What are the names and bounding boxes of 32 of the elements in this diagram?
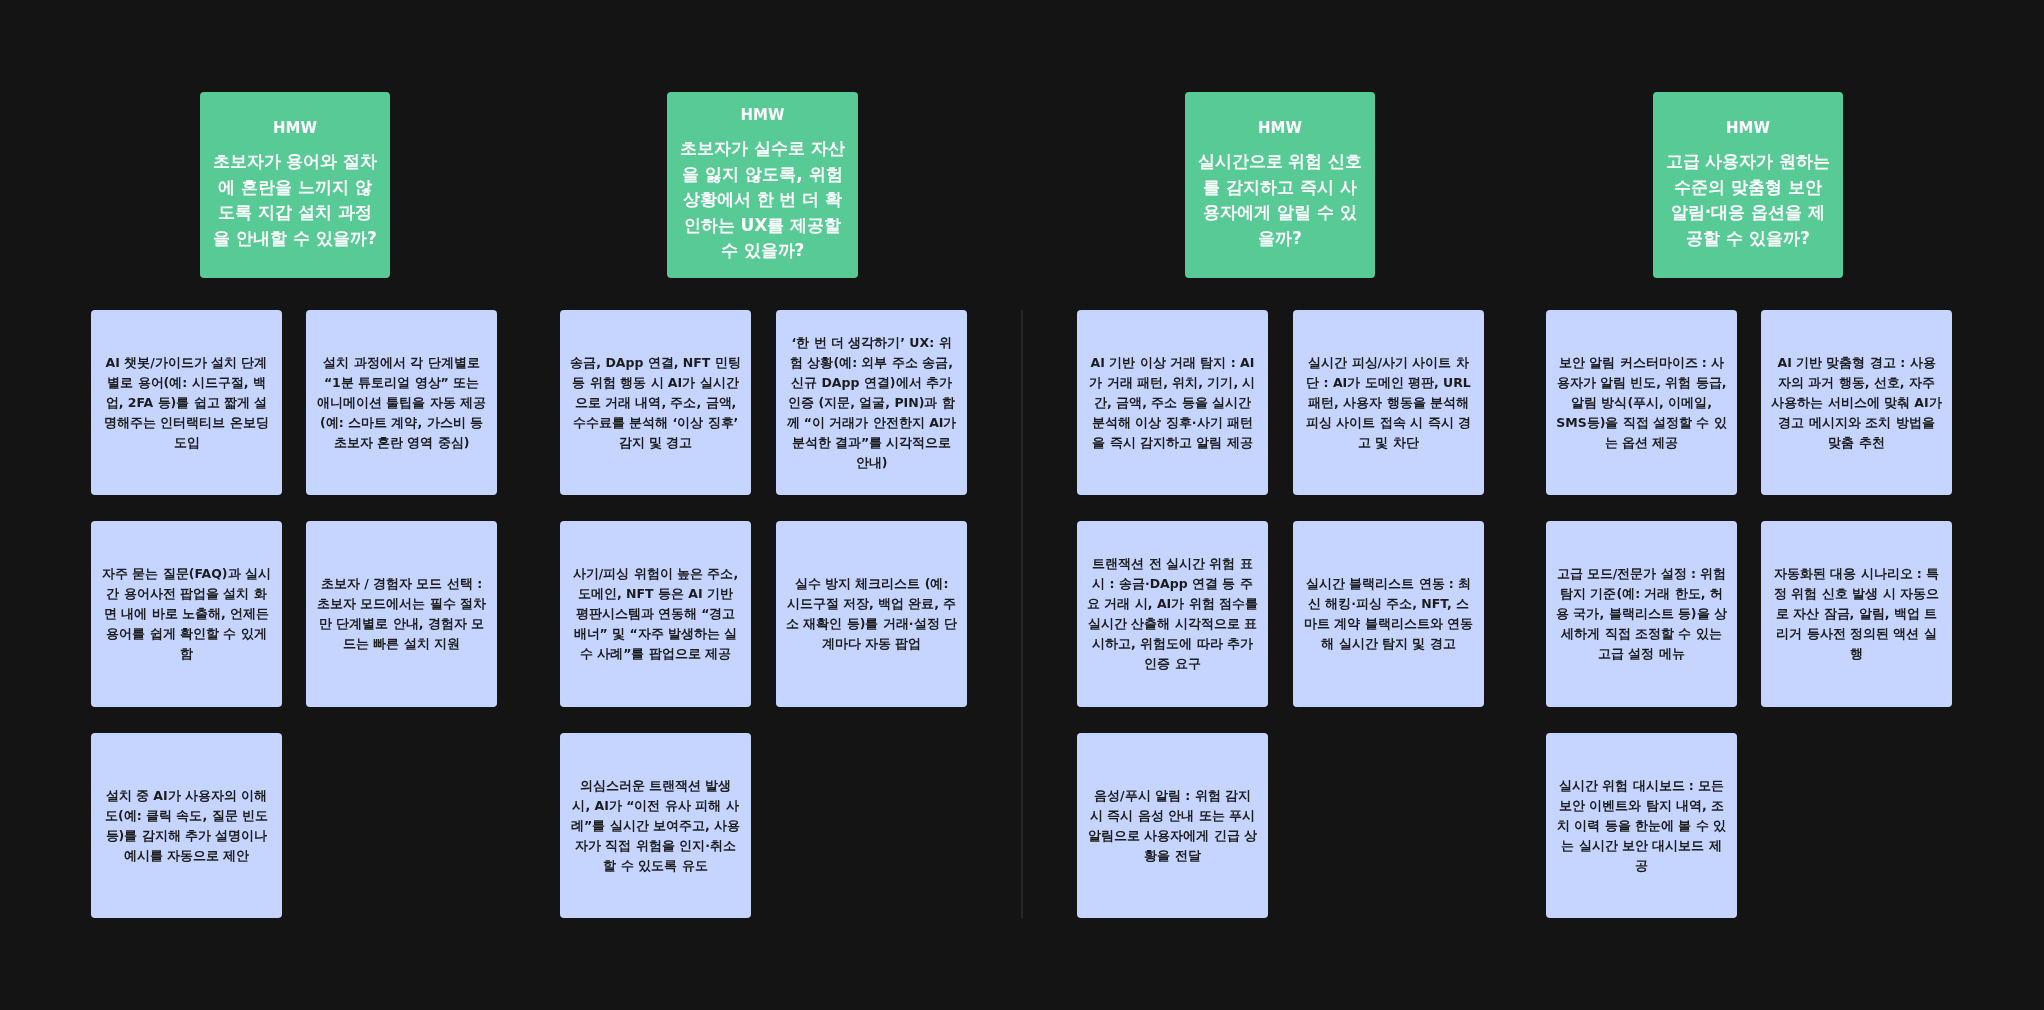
sticky-note: 실수 방지 체크리스트 (예: 시드구절 저장, 백업 완료, 주소 재확인 등)를 거래·설정 단계마다 자동 팝업 [776,521,967,707]
question-text: 초보자가 용어와 절차에 혼란을 느끼지 않도록 지갑 설치 과정을 안내할 수 있을까? [211,150,379,250]
sticky-note: 고급 모드/전문가 설정 : 위험 탐지 기준(예: 거래 한도, 허용 국가, 블랙리스트 등)을 상세하게 직접 조정할 수 있는 고급 설정 메뉴 [1546,521,1737,707]
sticky-note: 설치 중 AI가 사용자의 이해도(예: 클릭 속도, 질문 빈도 등)를 감지해 추가 설명이나 예시를 자동으로 제안 [91,733,282,918]
question-card [1653,92,1843,278]
sticky-note: 송금, DApp 연결, NFT 민팅 등 위험 행동 시 AI가 실시간으로 거래 내역, 주소, 금액, 수수료를 분석해 ‘이상 징후’ 감지 및 경고 [560,310,751,495]
sticky-note: 보안 알림 커스터마이즈 : 사용자가 알림 빈도, 위험 등급, 알림 방식(푸시, 이메일, SMS등)을 직접 설정할 수 있는 옵션 제공 [1546,310,1737,495]
sticky-note: 실시간 블랙리스트 연동 : 최신 해킹·피싱 주소, NFT, 스마트 계약 블랙리스트와 연동해 실시간 탐지 및 경고 [1293,521,1484,707]
question-card [200,92,390,278]
question-card [667,92,858,278]
sticky-note: 실시간 위험 대시보드 : 모든 보안 이벤트와 탐지 내역, 조치 이력 등을 한눈에 볼 수 있는 실시간 보안 대시보드 제공 [1546,733,1737,918]
card-heading: HMW [273,119,317,137]
sticky-note: ‘한 번 더 생각하기’ UX: 위험 상황(예: 외부 주소 송금, 신규 DApp 연결)에서 추가 인증 (지문, 얼굴, PIN)과 함께 “이 거래가 안전한지 AI가 분석한 결과”를 시각적으로 안내) [776,310,967,495]
sticky-note: AI 챗봇/가이드가 설치 단계별로 용어(예: 시드구절, 백업, 2FA 등)를 쉽고 짧게 설명해주는 인터랙티브 온보딩 도입 [91,310,282,495]
card-heading: HMW [740,106,785,125]
question-text: 실시간으로 위험 신호를 감지하고 즉시 사용자에게 알릴 수 있을까? [1196,150,1364,250]
sticky-note: 의심스러운 트랜잭션 발생 시, AI가 “이전 유사 피해 사례”를 실시간 보여주고, 사용자가 직접 위험을 인지·취소할 수 있도록 유도 [560,733,751,918]
question-card [1185,92,1375,278]
sticky-note: AI 기반 이상 거래 탐지 : AI가 거래 패턴, 위치, 기기, 시간, 금액, 주소 등을 실시간 분석해 이상 징후·사기 패턴을 즉시 감지하고 알림 제공 [1077,310,1268,495]
sticky-note: 음성/푸시 알림 : 위험 감지 시 즉시 음성 안내 또는 푸시 알림으로 사용자에게 긴급 상황을 전달 [1077,733,1268,918]
sticky-note: 자주 묻는 질문(FAQ)과 실시간 용어사전 팝업을 설치 화면 내에 바로 노출해, 언제든 용어를 쉽게 확인할 수 있게 함 [91,521,282,707]
sticky-note: 실시간 피싱/사기 사이트 차단 : AI가 도메인 평판, URL 패턴, 사용자 행동을 분석해 피싱 사이트 접속 시 즉시 경고 및 차단 [1293,310,1484,495]
sticky-note: AI 기반 맞춤형 경고 : 사용자의 과거 행동, 선호, 자주 사용하는 서비스에 맞춰 AI가 경고 메시지와 조치 방법을 맞춤 추천 [1761,310,1952,495]
sticky-note: 초보자 / 경험자 모드 선택 : 초보자 모드에서는 필수 절차만 단계별로 안내, 경험자 모드는 빠른 설치 지원 [306,521,497,707]
sticky-note: 설치 과정에서 각 단계별로 “1분 튜토리얼 영상” 또는 애니메이션 툴팁을 자동 제공 (예: 스마트 계약, 가스비 등 초보자 혼란 영역 중심) [306,310,497,495]
card-heading: HMW [1726,119,1770,137]
question-text: 초보자가 실수로 자산을 잃지 않도록, 위험 상황에서 한 번 더 확인하는 UX를 제공할 수 있을까? [679,137,846,263]
sticky-note: 사기/피싱 위험이 높은 주소, 도메인, NFT 등은 AI 기반 평판시스템과 연동해 “경고 배너” 및 “자주 발생하는 실수 사례”를 팝업으로 제공 [560,521,751,707]
sticky-note: 트랜잭션 전 실시간 위험 표시 : 송금·DApp 연결 등 주요 거래 시, AI가 위험 점수를 실시간 산출해 시각적으로 표시하고, 위험도에 따라 추가 인증 요구 [1077,521,1268,707]
card-heading: HMW [1258,119,1302,137]
question-text: 고급 사용자가 원하는 수준의 맞춤형 보안 알림·대응 옵션을 제공할 수 있을까? [1664,150,1832,250]
sticky-note: 자동화된 대응 시나리오 : 특정 위험 신호 발생 시 자동으로 자산 잠금, 알림, 백업 트리거 등사전 정의된 액션 실행 [1761,521,1952,707]
